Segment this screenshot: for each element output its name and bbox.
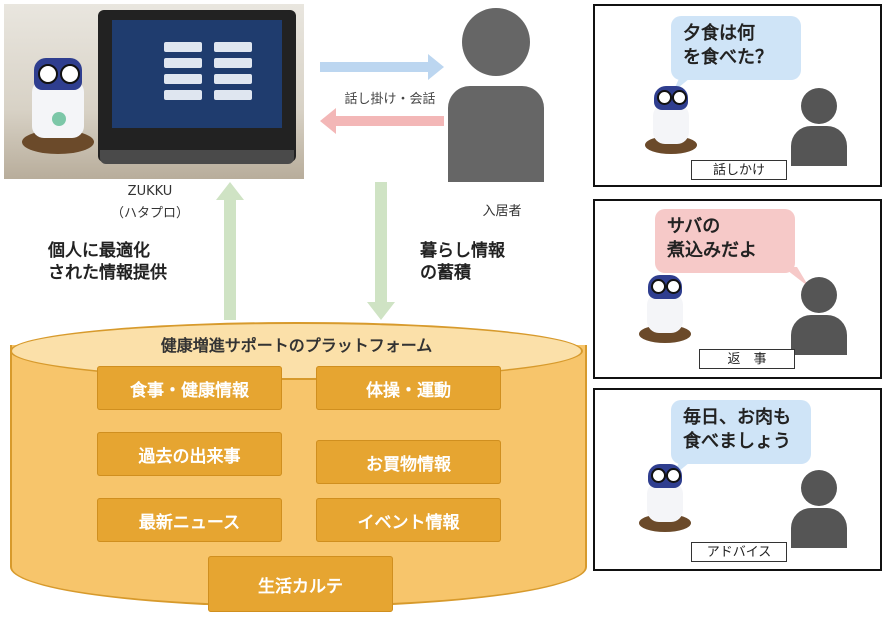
bubble-line-2: 食べましょう — [683, 431, 791, 452]
speech-bubble: 夕食は何 を食べた？ — [671, 16, 801, 80]
item-event-info: イベント情報 — [316, 498, 501, 542]
life-info-label: 暮らし情報 の蓄積 — [420, 241, 505, 283]
arrow-up-to-device — [216, 182, 244, 320]
talk-label: 話し掛け・会話 — [344, 92, 436, 107]
item-shopping: お買物情報 — [316, 440, 501, 484]
tablet-screen — [112, 20, 282, 128]
tag-label: 話しかけ — [691, 160, 787, 180]
bubble-line-1: 夕食は何 — [683, 23, 755, 44]
personalized-info-label: 個人に最適化 された情報提供 — [48, 241, 167, 283]
panel-reply: サバの 煮込みだよ 返 事 — [593, 199, 882, 379]
tag-label: アドバイス — [691, 542, 787, 562]
panel-talk: 夕食は何 を食べた？ 話しかけ — [593, 4, 882, 187]
device-caption-name: ZUKKU — [127, 184, 173, 199]
item-exercise: 体操・運動 — [316, 366, 501, 410]
bubble-line-2: を食べた？ — [683, 47, 773, 68]
speech-bubble: 毎日、お肉も 食べましょう — [671, 400, 811, 464]
arrow-down-to-platform — [367, 182, 395, 320]
resident-label: 入居者 — [482, 204, 522, 219]
tablet-stand — [100, 150, 294, 164]
device-caption-maker: （ハタプロ） — [110, 206, 189, 221]
panel-advice: 毎日、お肉も 食べましょう アドバイス — [593, 388, 882, 571]
platform-title: 健康増進サポートのプラットフォーム — [160, 336, 433, 355]
talk-arrows — [320, 54, 444, 134]
item-past-events: 過去の出来事 — [97, 432, 282, 476]
bubble-line-1: 毎日、お肉も — [683, 407, 791, 428]
item-news: 最新ニュース — [97, 498, 282, 542]
item-meal-health: 食事・健康情報 — [97, 366, 282, 410]
speech-bubble: サバの 煮込みだよ — [655, 209, 795, 273]
bubble-line-1: サバの — [667, 216, 721, 237]
tag-label: 返 事 — [699, 349, 795, 369]
item-life-record: 生活カルテ — [208, 556, 393, 612]
arrow-to-device — [320, 108, 444, 134]
bubble-line-2: 煮込みだよ — [667, 240, 757, 261]
arrow-to-resident — [320, 54, 444, 80]
